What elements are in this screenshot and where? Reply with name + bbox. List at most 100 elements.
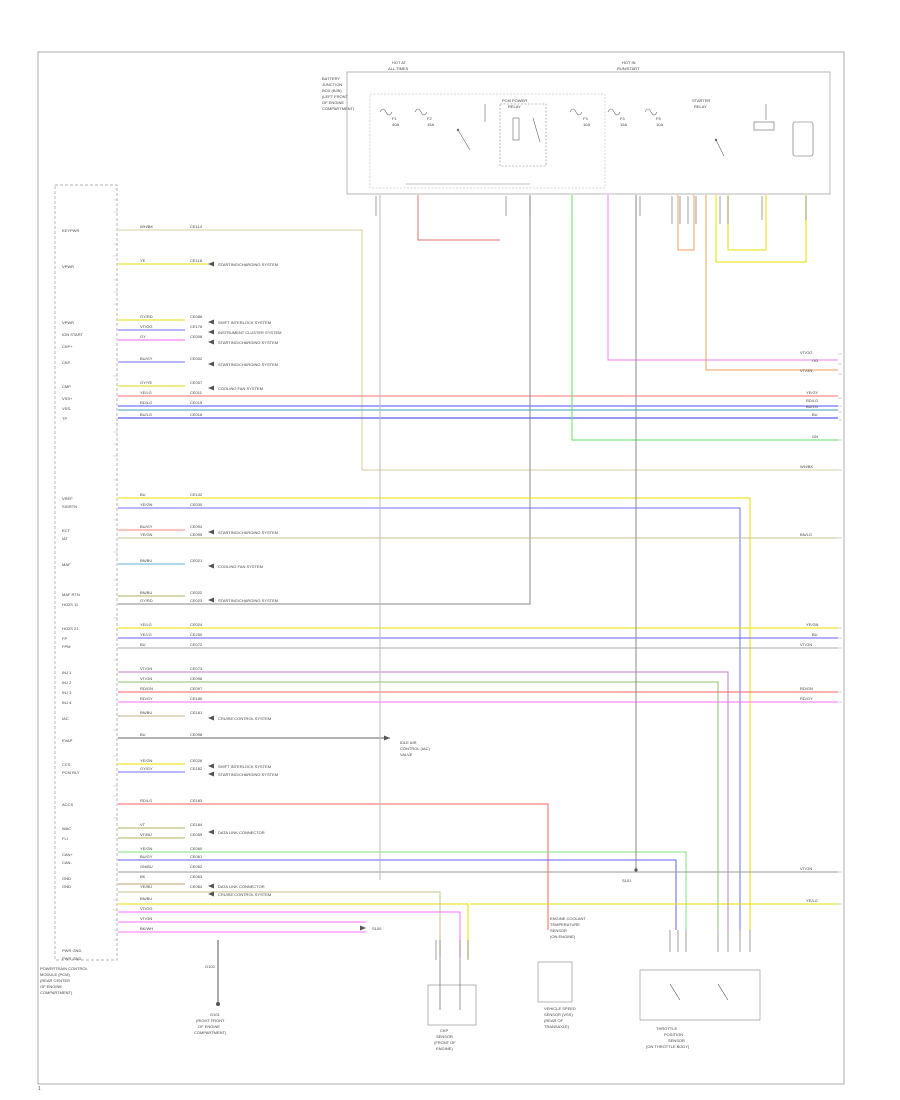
circuit-number: CE094 <box>190 524 203 529</box>
circuit-number: CE096 <box>190 676 203 681</box>
wire-code: BN/BU <box>140 558 152 563</box>
ckp-label-3: (FRONT OF <box>434 1040 456 1045</box>
pin-label: KEYPWR <box>62 228 79 233</box>
edge-label: YE/GN <box>806 622 819 627</box>
wire-blue-sigrtn <box>118 507 741 930</box>
circuit-number: CE060 <box>190 846 203 851</box>
pin-label: CMP <box>62 384 71 389</box>
tp-label-3: SENSOR <box>668 1038 685 1043</box>
component-vss: VEHICLE SPEED SENSOR (VSS) (REAR OF TRAN… <box>537 961 576 1029</box>
pin-label: WAC <box>62 826 71 831</box>
iac-label-2: CONTROL (IAC) <box>400 746 431 751</box>
wire-code: BK/WH <box>140 926 153 931</box>
tp-label-4: (ON THROTTLE BODY) <box>646 1044 690 1049</box>
fuse-header-left-1: HOT AT <box>392 60 407 65</box>
bjb-connector-pins <box>375 196 807 224</box>
fuse-2-value: 15A <box>427 122 434 127</box>
circuit-number: CE026 <box>190 758 203 763</box>
circuit-number: CE059 <box>190 832 203 837</box>
circuit-number: CE176 <box>190 324 203 329</box>
wire-code: GY <box>140 334 146 339</box>
vss-label-4: TRANSAXLE) <box>544 1024 570 1029</box>
pcm-label-5: COMPARTMENT) <box>40 990 73 995</box>
edge-label: RD/GN <box>800 686 813 691</box>
wire-code: YE/GN <box>140 502 153 507</box>
wire-magenta-fuse <box>607 195 838 361</box>
wire-code: GY/RD <box>140 314 153 319</box>
wire-code: BU <box>140 642 146 647</box>
circuit-number: CE015 <box>190 400 203 405</box>
wire-code: BU/GY <box>140 524 153 529</box>
fuse-5-id: F5 <box>656 116 661 121</box>
wire-green-inj2 <box>118 681 719 930</box>
wire-code: YE <box>140 258 146 263</box>
wire-green-can <box>118 851 687 930</box>
pin-label: CAN+ <box>62 852 73 857</box>
circuit-number: CE061 <box>190 854 203 859</box>
component-tp: THROTTLE POSITION SENSOR (ON THROTTLE BO… <box>639 930 761 1049</box>
ect-splice-arrow <box>360 925 366 931</box>
pin-label: CAN- <box>62 860 72 865</box>
ref-note: STARTING/CHARGING SYSTEM <box>218 598 278 603</box>
circuit-number: CE182 <box>190 766 203 771</box>
circuit-number: CE030 <box>190 502 203 507</box>
ref-note: CRUISE CONTROL SYSTEM <box>218 716 271 721</box>
wire-tan-keypwr <box>118 229 838 471</box>
edge-label: VT/OG <box>800 350 812 355</box>
pin-label: HO2S 21 <box>62 626 79 631</box>
ckp-label-1: CKP <box>440 1028 449 1033</box>
wire-code: GY/RD <box>140 598 153 603</box>
circuit-number: CE024 <box>190 622 203 627</box>
wire-purple-inj1 <box>118 671 729 930</box>
pin-label: VREF <box>62 496 73 501</box>
page-number: 1 <box>38 1086 41 1092</box>
starter-relay-label-1: STARTER <box>692 98 710 103</box>
ref-note: DATA LINK CONNECTOR <box>218 884 265 889</box>
pin-label: INJ 3 <box>62 690 72 695</box>
edge-label: BU <box>812 632 818 637</box>
wire-green-fuse <box>571 195 838 441</box>
component-ect: ENGINE COOLANT TEMPERATURE SENSOR (ON EN… <box>550 916 586 939</box>
ground-text-1: (RIGHT FRONT <box>196 1018 225 1023</box>
wire-code: VT/GN <box>140 916 152 921</box>
ckp-label-2: SENSOR <box>436 1034 453 1039</box>
wire-code: RD/GY <box>140 696 153 701</box>
right-edge-labels: VT/OG OG VT/GN YE/GY RD/LG BU/LG BU GN W… <box>800 350 819 903</box>
circuit-number: CE180 <box>190 696 203 701</box>
pin-label: ACCS <box>62 802 73 807</box>
edge-label: OG <box>812 358 818 363</box>
wire-code: VT/GN <box>140 676 152 681</box>
ref-note: STARTING/CHARGING SYSTEM <box>218 262 278 267</box>
edge-label: VT/GN <box>800 642 812 647</box>
ignition-switch-symbol <box>456 104 486 151</box>
edge-label: BN/LG <box>800 532 812 537</box>
wire-tan-ckp <box>118 891 441 958</box>
pin-label: MAF RTN <box>62 592 80 597</box>
edge-label: WH/BK <box>800 464 813 469</box>
pcm-power-relay: PCM POWER RELAY <box>499 98 547 167</box>
pin-label: INJ 2 <box>62 680 72 685</box>
wire-code: YE/LG <box>140 632 152 637</box>
ref-note: DATA LINK CONNECTOR <box>218 830 265 835</box>
wire-code: YE/GN <box>140 846 153 851</box>
wire-code: VT/OG <box>140 906 152 911</box>
pin-label: ECT <box>62 528 71 533</box>
pin-label: CKP+ <box>62 344 73 349</box>
ect-label-3: SENSOR <box>550 928 567 933</box>
ref-note: COOLING FAN SYSTEM <box>218 564 263 569</box>
circuit-number: CE057 <box>190 380 203 385</box>
pcm-relay-label-1: PCM POWER <box>502 98 527 103</box>
pcm-connector: POWERTRAIN CONTROL MODULE (PCM) (REAR CE… <box>40 184 118 995</box>
ref-note: STARTING/CHARGING SYSTEM <box>218 772 278 777</box>
bjb-label-4: (LEFT FRONT <box>322 94 348 99</box>
circuit-number: CE142 <box>190 492 203 497</box>
fuse-4: F4 15A <box>607 108 627 127</box>
pin-label: PWR GND <box>62 956 81 961</box>
pin-label: MAF <box>62 562 71 567</box>
ref-note: COOLING FAN SYSTEM <box>218 386 263 391</box>
circuit-number: CE016 <box>190 412 203 417</box>
ref-note: CRUISE CONTROL SYSTEM <box>218 892 271 897</box>
circuit-number: CE183 <box>190 798 203 803</box>
ground-text-2: OF ENGINE <box>198 1024 220 1029</box>
vss-label-3: (REAR OF <box>544 1018 564 1023</box>
